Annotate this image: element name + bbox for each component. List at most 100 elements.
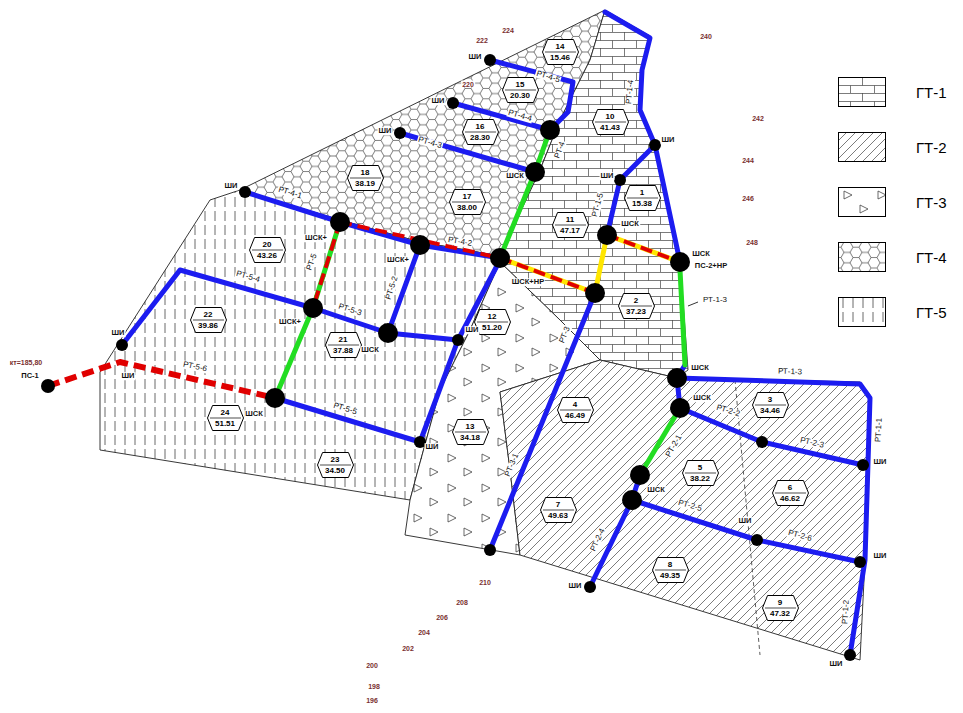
plot-divider: [251, 250, 282, 251]
elevation-mark: 220: [461, 81, 475, 88]
plot-number: 18: [354, 168, 377, 177]
pipeline: [677, 365, 870, 655]
legend-item: ГТ-2: [838, 132, 947, 162]
well-dot: [447, 97, 459, 109]
plot-callout: 1334.18: [452, 419, 489, 445]
well-label: ШИ: [873, 458, 888, 466]
plot-outline: [249, 238, 285, 263]
plot-area: 38.19: [354, 179, 377, 188]
plot-outline: [772, 481, 808, 506]
plot-outline: [592, 110, 628, 135]
plot-number: 24: [214, 408, 237, 417]
plot-area: 38.22: [689, 474, 712, 483]
plot-outline: [449, 190, 485, 215]
well-dot: [670, 252, 690, 272]
well-dot: [751, 534, 763, 546]
well-label: ШИ: [378, 127, 393, 135]
well-dot: [614, 174, 626, 186]
well-dot: [844, 649, 856, 661]
well-label: ШСК: [505, 172, 525, 180]
pipeline-red: [500, 258, 595, 293]
plot-divider: [454, 432, 485, 433]
well-label: ШИ: [873, 552, 888, 560]
legend-sample: [838, 242, 886, 272]
legend-hatch: [839, 133, 886, 162]
plot-area: 41.43: [599, 123, 622, 132]
well-dot: [394, 127, 406, 139]
plot-area: 46.49: [564, 411, 587, 420]
well-dot: [857, 459, 869, 471]
plot-divider: [559, 410, 590, 411]
plot-outline: [624, 186, 660, 211]
elevation-mark: 200: [365, 662, 379, 669]
well-dot: [116, 339, 128, 351]
plot-number: 15: [509, 80, 532, 89]
plot-boundary: [735, 380, 760, 655]
well-dot: [584, 581, 596, 593]
plot-divider: [209, 418, 240, 419]
well-label: ШСК+: [304, 234, 328, 242]
plot-number: 23: [324, 455, 347, 464]
well-label: ШСК: [620, 220, 640, 228]
plot-number: 14: [549, 42, 572, 51]
elevation-mark: кт=185,80: [9, 359, 43, 366]
plot-area: 47.32: [769, 609, 792, 618]
legend-text: ГТ-4: [916, 249, 947, 266]
plot-number: 9: [769, 598, 792, 607]
zone-gt2: [500, 360, 870, 660]
pipeline-label: РТ-1-2: [841, 599, 850, 625]
plot-number: 17: [456, 192, 479, 201]
well-dot: [410, 235, 430, 255]
well-label: ШСК+: [278, 318, 302, 326]
well-label: ШСК+НР: [511, 278, 545, 286]
plot-callout: 538.22: [682, 460, 719, 486]
plot-number: 16: [469, 122, 492, 131]
well-label: ШИ: [465, 326, 480, 334]
plot-number: 4: [564, 400, 587, 409]
well-dot: [597, 225, 617, 245]
elevation-mark: 206: [435, 614, 449, 621]
well-label: ШИ: [468, 53, 483, 61]
plot-outline: [502, 78, 538, 103]
plot-number: 2: [625, 296, 648, 305]
plot-number: 7: [547, 500, 570, 509]
legend-item: ГТ-3: [838, 187, 947, 217]
plot-callout: 18 38.19: [347, 165, 384, 191]
plot-divider: [554, 225, 585, 226]
plot-divider: [476, 322, 507, 323]
well-label: ШСК: [244, 410, 264, 418]
well-label: ШИ: [738, 517, 753, 525]
well-dot: [667, 368, 687, 388]
plot-number: 6: [779, 483, 802, 492]
plot-area: 49.63: [547, 511, 570, 520]
well-label: ПС-1: [20, 372, 39, 380]
plot-area: 47.17: [559, 226, 582, 235]
plot-callout: 334.46: [752, 392, 789, 418]
plot-number: 10: [599, 112, 622, 121]
pipeline-label: РТ-1-3: [777, 368, 803, 377]
pipeline: [420, 340, 458, 442]
well-label: ШИ: [568, 582, 583, 590]
wells: [41, 54, 869, 661]
plot-callout: 237.23: [618, 293, 655, 319]
well-label: ШСК: [692, 394, 712, 402]
elevation-mark: 196: [365, 697, 379, 704]
elevation-mark: 210: [478, 579, 492, 586]
plot-outline: [462, 120, 498, 145]
plot-callout: 1415.46: [542, 39, 579, 65]
pipeline-red: [607, 235, 680, 262]
plot-number: 5: [689, 463, 712, 472]
pipeline: [655, 145, 680, 262]
plot-area: 39.86: [197, 321, 220, 330]
plot-outline: [542, 40, 578, 65]
plot-divider: [774, 493, 805, 494]
plot-divider: [192, 320, 223, 321]
legend-sample: [838, 132, 886, 162]
elevation-mark: 208: [455, 599, 469, 606]
leader-line: [688, 302, 698, 306]
well-label: ШСК: [691, 250, 711, 258]
plot-outline: [317, 453, 353, 478]
well-label: ШСК: [360, 346, 380, 354]
plot-outline: [552, 213, 588, 238]
